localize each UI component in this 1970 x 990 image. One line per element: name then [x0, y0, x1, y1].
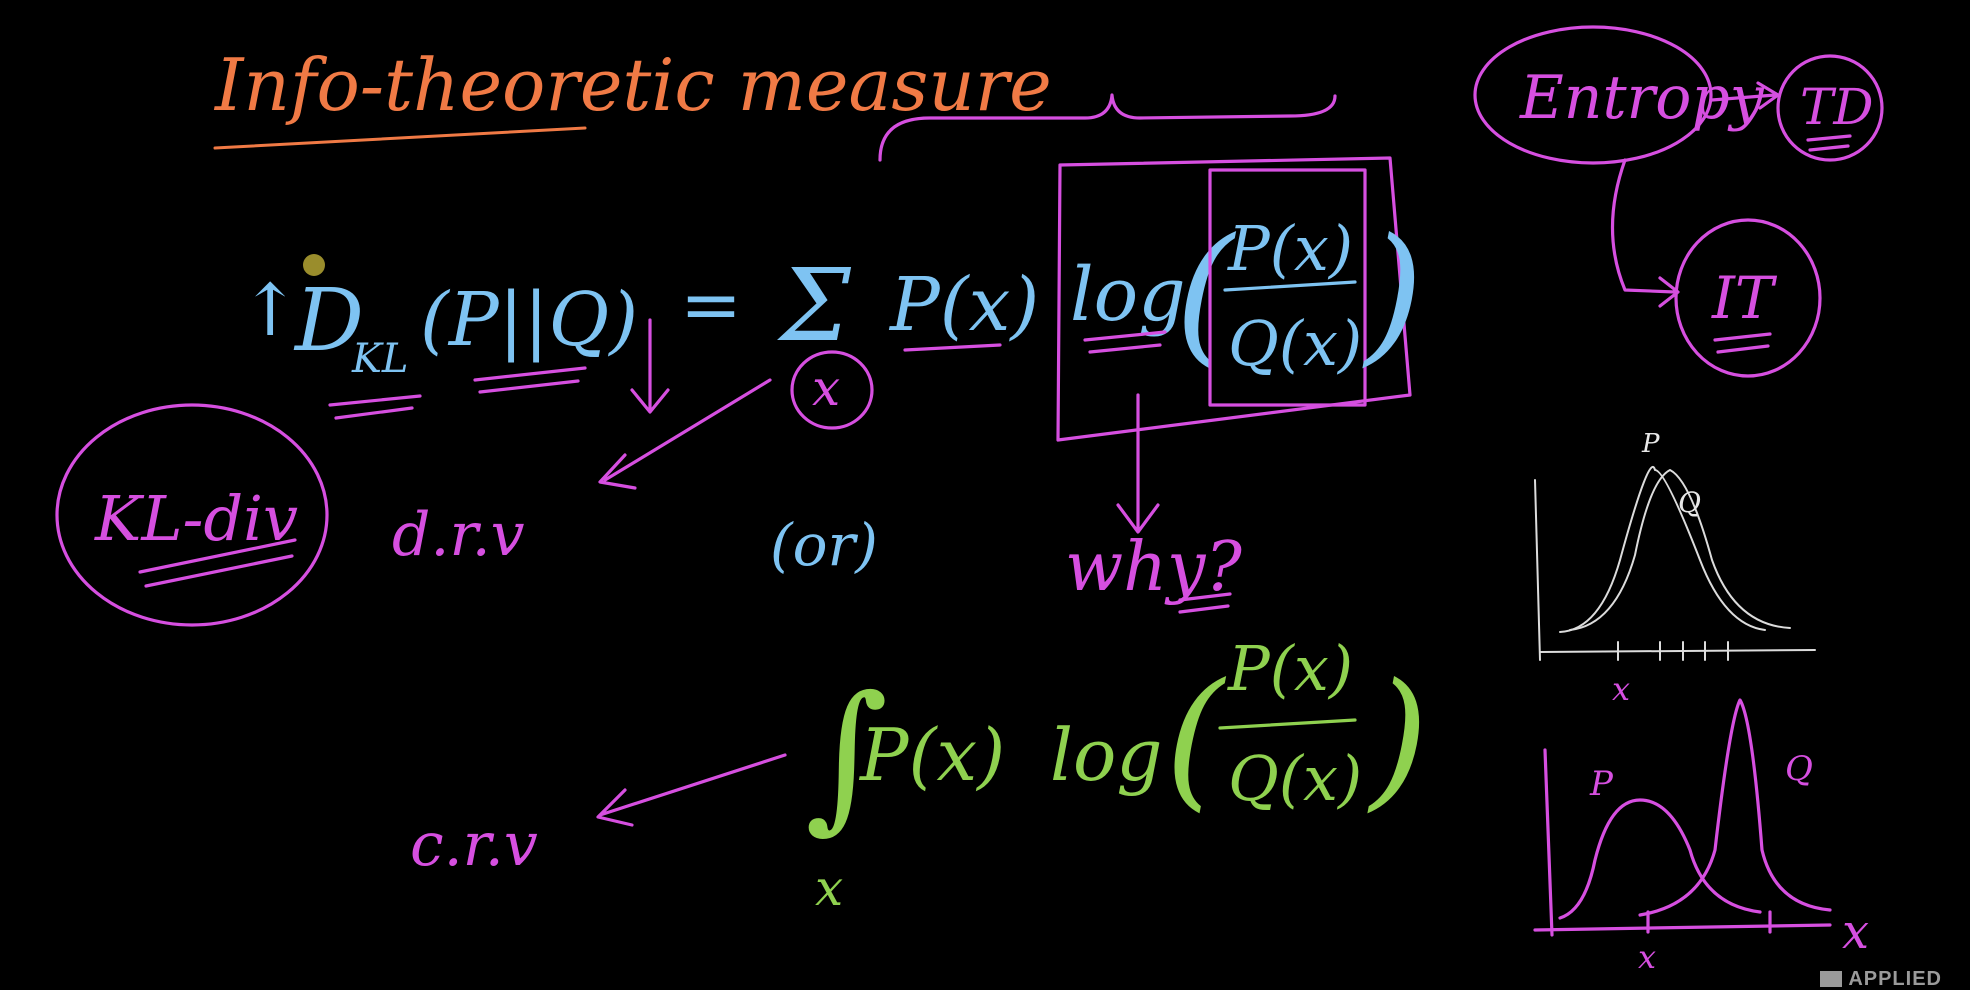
graph2-yaxis [1543, 748, 1554, 937]
fraction-bar [1223, 280, 1357, 292]
sum-px: P(x) [888, 262, 1039, 348]
fraction-den: Q(x) [1228, 307, 1362, 380]
kl-down-arrow [630, 318, 670, 414]
kl-args: (P||Q) [420, 277, 638, 363]
graph2-p-label: P [1589, 764, 1614, 804]
integral-fraction-bar [1218, 718, 1357, 730]
graph1-ticks [1617, 641, 1729, 661]
kl-div-circle [55, 403, 329, 627]
integral-log: log [1050, 713, 1162, 797]
page-title: Info-theoretic measure [213, 43, 1052, 127]
log-rparen: ) [1362, 207, 1424, 381]
graph1-curve-q [1569, 469, 1791, 631]
integral-index: x [815, 859, 843, 917]
log-underline [1083, 330, 1167, 354]
drv-label: d.r.v [392, 500, 525, 570]
graph1-p-label: P [1641, 429, 1660, 459]
sigma: Σ [777, 247, 852, 364]
sum-log: log [1070, 252, 1186, 338]
td-label: TD [1800, 78, 1873, 136]
it-circle [1674, 218, 1822, 378]
integral-lparen: ( [1165, 652, 1227, 826]
it-underline [1713, 332, 1772, 354]
fraction-box [1208, 168, 1367, 407]
or-label: (or) [770, 511, 878, 579]
title-underline [213, 126, 587, 150]
graph2-xaxis [1533, 923, 1832, 932]
integral-sign: ∫ [805, 661, 888, 848]
kl-div-underline [138, 538, 297, 588]
integral-rparen: ) [1367, 652, 1429, 826]
kl-d: D [293, 271, 364, 371]
cursor-dot [303, 254, 325, 276]
logo-mark-icon [1820, 971, 1843, 987]
kl-subscript: KL [351, 336, 408, 382]
crv-label: c.r.v [410, 810, 538, 880]
integral-den: Q(x) [1228, 742, 1362, 815]
graph2-axis-label: x [1842, 904, 1869, 960]
px-underline [903, 343, 1002, 352]
entropy-circle [1473, 25, 1713, 165]
log-box [1056, 156, 1412, 442]
td-underline [1806, 134, 1852, 152]
graph2-curve-q [1638, 698, 1832, 917]
equals-sign: = [680, 262, 742, 348]
drv-arrow [598, 378, 772, 490]
sum-index: x [812, 359, 840, 417]
brace [878, 93, 1337, 162]
entropy-to-td-arrow [1710, 81, 1780, 110]
why-underline [1178, 592, 1232, 614]
up-arrow: ↑ [240, 268, 300, 352]
kl-div-label: KL-div [94, 482, 298, 555]
graph1-yaxis [1534, 479, 1541, 661]
graph2-curve-p [1558, 798, 1762, 920]
channel-logo: APPLIED [1820, 968, 1942, 990]
logo-text: APPLIED [1848, 968, 1942, 990]
graph1-x-label: x [1612, 670, 1630, 708]
graph1-curve-p [1559, 465, 1766, 633]
sum-index-circle [790, 350, 874, 430]
entropy-to-it-arrow [1610, 158, 1680, 308]
graph2-q-label: Q [1785, 749, 1813, 789]
td-circle [1776, 54, 1884, 162]
graph1-xaxis [1539, 649, 1816, 653]
fraction-num: P(x) [1227, 212, 1353, 285]
crv-arrow [596, 753, 787, 827]
it-label: IT [1711, 264, 1778, 332]
graph2-x-label: x [1638, 938, 1656, 976]
log-lparen: ( [1175, 207, 1237, 381]
integral-num: P(x) [1227, 632, 1353, 705]
graph1-q-label: Q [1678, 486, 1701, 519]
why-arrow [1116, 393, 1160, 534]
kl-args-underline [328, 366, 587, 420]
integral-px: P(x) [858, 713, 1005, 797]
graph2-xtick [1646, 910, 1772, 934]
why-label: why? [1065, 528, 1242, 607]
